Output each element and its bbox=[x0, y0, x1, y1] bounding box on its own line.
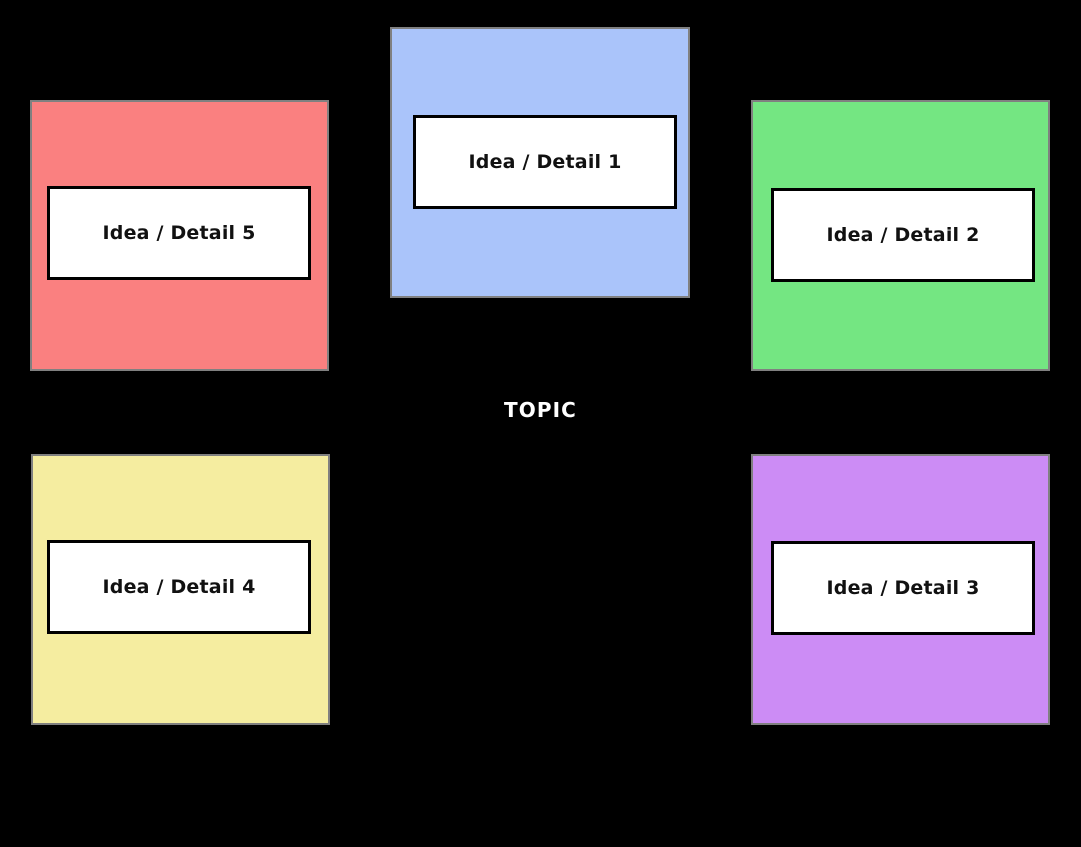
idea-label-box-2[interactable]: Idea / Detail 2 bbox=[771, 188, 1035, 282]
topic-center-label: TOPIC bbox=[504, 398, 577, 422]
idea-label-text-3: Idea / Detail 3 bbox=[826, 577, 980, 599]
idea-label-box-3[interactable]: Idea / Detail 3 bbox=[771, 541, 1035, 635]
idea-label-box-1[interactable]: Idea / Detail 1 bbox=[413, 115, 677, 209]
idea-label-box-4[interactable]: Idea / Detail 4 bbox=[47, 540, 311, 634]
idea-label-text-5: Idea / Detail 5 bbox=[102, 222, 256, 244]
idea-label-box-5[interactable]: Idea / Detail 5 bbox=[47, 186, 311, 280]
idea-label-text-2: Idea / Detail 2 bbox=[826, 224, 980, 246]
idea-label-text-4: Idea / Detail 4 bbox=[102, 576, 256, 598]
idea-label-text-1: Idea / Detail 1 bbox=[468, 151, 622, 173]
